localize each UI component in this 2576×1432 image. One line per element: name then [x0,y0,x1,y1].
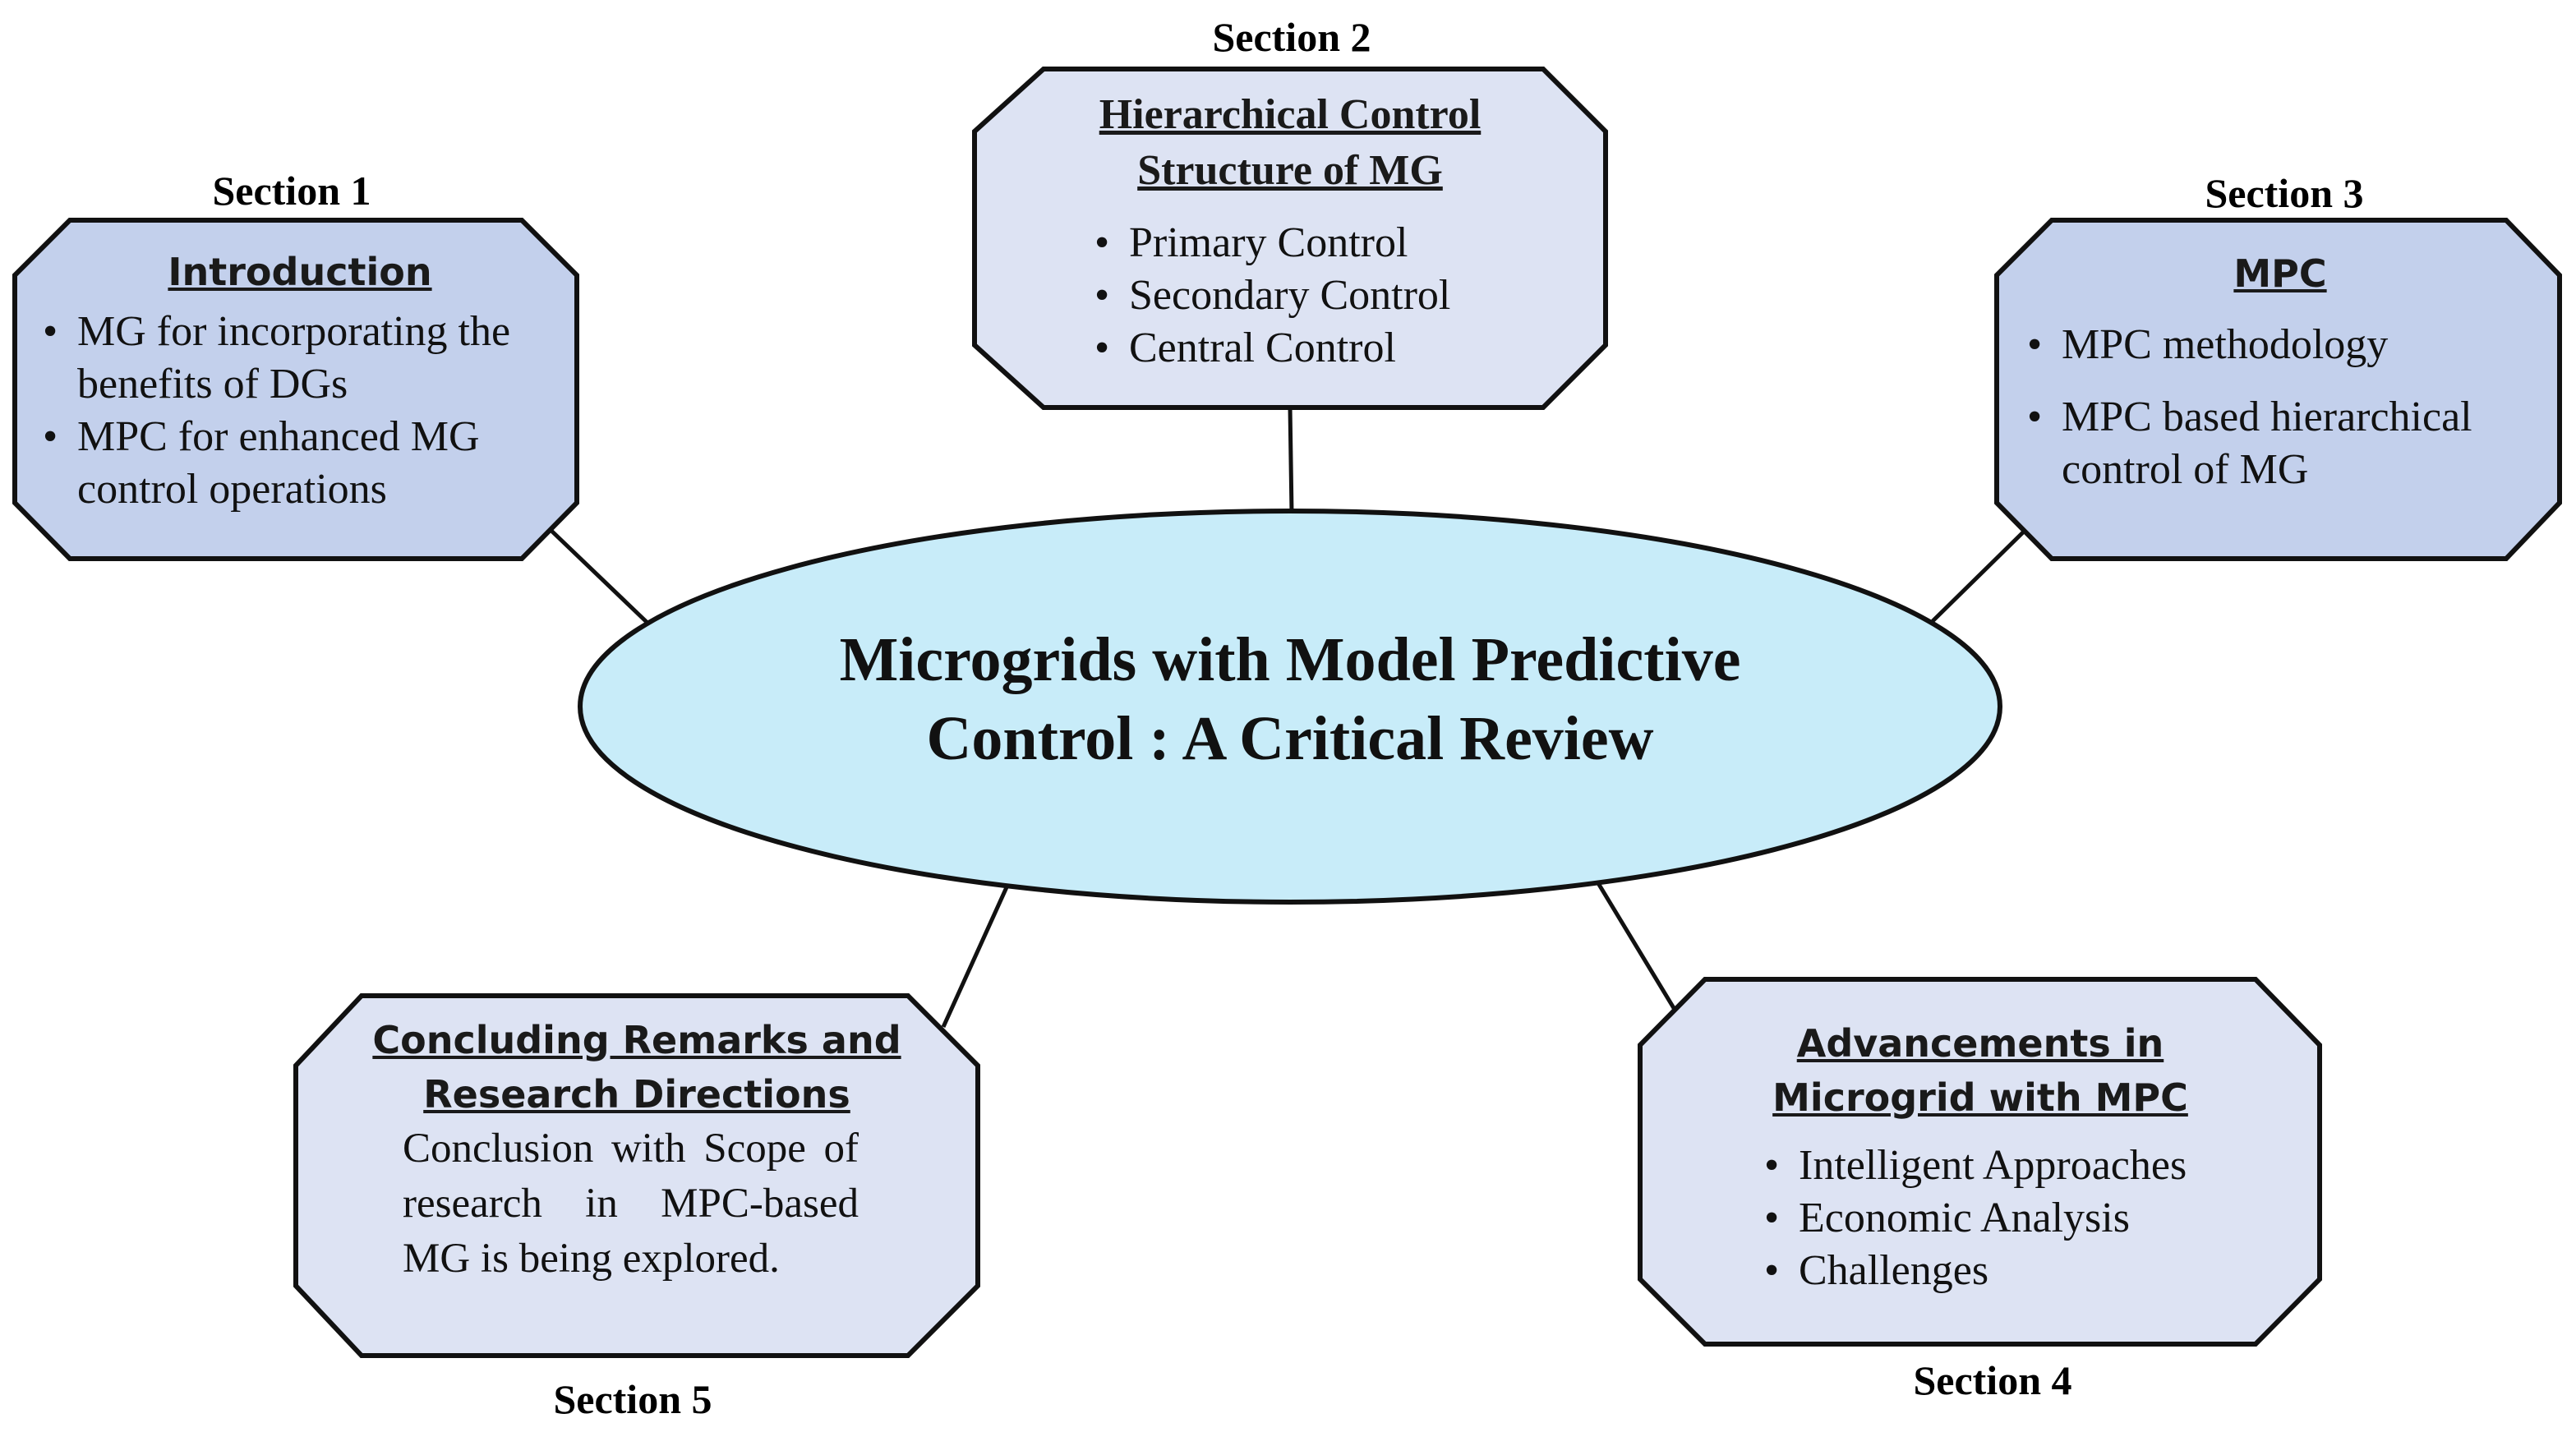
section-2-title-line-1: Hierarchical Control [1099,91,1482,138]
section-1-label: Section 1 [212,168,371,214]
section-2-content: Hierarchical Control Structure of MG Pri… [1002,87,1578,375]
section-3-bullet-2: MPC based hierarchical control of MG [2025,391,2535,496]
section-2-bullets: Primary Control Secondary Control Centra… [1093,217,1578,375]
section-1-content: Introduction MG for incorporating the be… [41,245,559,516]
section-1-bullets: MG for incorporating the benefits of DGs… [41,306,559,516]
section-4-title-line-2: Microgrid with MPC [1772,1075,2188,1120]
section-4-bullet-2: Economic Analysis [1763,1192,2284,1245]
section-4-label: Section 4 [1913,1357,2072,1403]
section-5-label: Section 5 [553,1376,712,1422]
connector-section-5 [941,886,1009,1029]
section-4-content: Advancements in Microgrid with MPC Intel… [1676,1016,2284,1297]
connector-section-1 [549,528,651,626]
center-title-line-2: Control : A Critical Review [926,704,1654,773]
section-1-bullet-1: MG for incorporating the benefits of DGs [41,306,559,411]
section-3-label: Section 3 [2205,170,2364,216]
center-title: Microgrids with Model Predictive Control… [690,620,1890,778]
section-2-label: Section 2 [1212,14,1371,60]
section-4-title-line-1: Advancements in [1796,1021,2164,1066]
section-5-title-line-2: Research Directions [423,1072,850,1117]
section-5-box [293,993,980,1358]
section-2-title-line-2: Structure of MG [1137,147,1443,194]
section-5-content: Concluding Remarks and Research Directio… [353,1013,920,1287]
connector-section-3 [1931,528,2027,623]
section-5-title-line-1: Concluding Remarks and [372,1018,901,1062]
section-4-bullets: Intelligent Approaches Economic Analysis… [1763,1140,2284,1297]
section-3-bullets: MPC methodology MPC based hierarchical c… [2025,319,2535,496]
section-2-bullet-2: Secondary Control [1093,269,1578,322]
section-4-bullet-1: Intelligent Approaches [1763,1140,2284,1192]
connector-section-2 [1288,407,1294,514]
center-title-line-1: Microgrids with Model Predictive [839,625,1741,694]
section-5-title: Concluding Remarks and Research Directio… [353,1013,920,1121]
section-2-title: Hierarchical Control Structure of MG [1002,87,1578,199]
section-2-bullet-3: Central Control [1093,322,1578,375]
connector-section-4 [1596,882,1679,1014]
center-ellipse [578,509,2002,905]
section-3-bullet-1: MPC methodology [2025,319,2535,371]
section-3-content: MPC MPC methodology MPC based hierarchic… [2025,246,2535,496]
section-2-bullet-1: Primary Control [1093,217,1578,269]
section-4-bullet-3: Challenges [1763,1245,2284,1297]
section-4-title: Advancements in Microgrid with MPC [1676,1016,2284,1125]
section-1-title: Introduction [168,250,432,294]
section-5-text: Conclusion with Scope of research in MPC… [403,1126,859,1282]
section-3-title: MPC [2233,251,2327,296]
section-1-bullet-2: MPC for enhanced MG control operations [41,411,559,516]
